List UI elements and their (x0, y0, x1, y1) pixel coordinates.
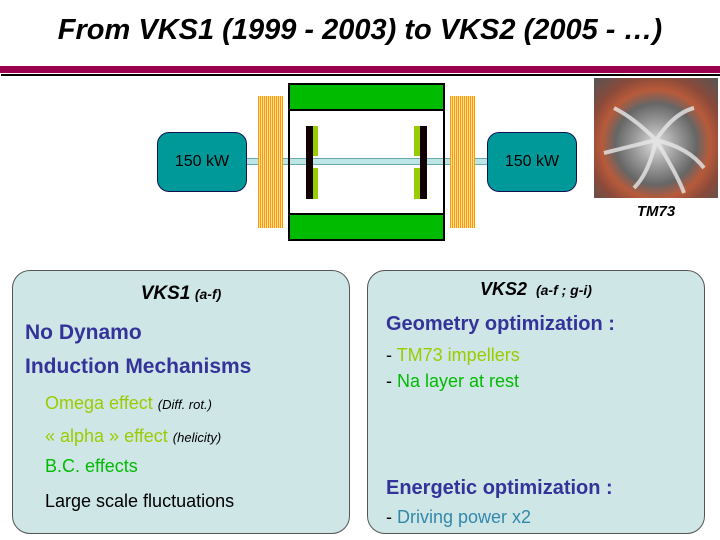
vks1-induction: Induction Mechanisms (25, 355, 252, 378)
omega-note: (Diff. rot.) (157, 397, 212, 412)
vks1-omega: Omega effect (Diff. rot.) (45, 393, 212, 414)
dash: - (386, 371, 397, 391)
item-label: TM73 impellers (396, 345, 520, 365)
slide-title: From VKS1 (1999 - 2003) to VKS2 (2005 - … (57, 14, 663, 46)
shaft-left (247, 158, 427, 165)
tm73-impeller-photo (594, 78, 718, 198)
vks2-heading: VKS2 (a-f ; g-i) (368, 279, 704, 300)
vks1-panel: VKS1 (a-f) No Dynamo Induction Mechanism… (12, 270, 350, 534)
impeller-left-blade (313, 126, 318, 156)
vks2-geometry: Geometry optimization : (386, 313, 615, 335)
vks1-bc: B.C. effects (45, 456, 138, 476)
alpha-label: « alpha » effect (45, 426, 168, 446)
alpha-note: (helicity) (172, 430, 222, 445)
vks2-energetic: Energetic optimization : (386, 477, 613, 499)
vks2-item-tm73: - TM73 impellers (386, 345, 520, 366)
coil-left (258, 96, 283, 228)
coil-right (450, 96, 475, 228)
item-label: Na layer at rest (397, 371, 520, 391)
vks1-title: VKS1 (140, 283, 191, 304)
dash: - (386, 345, 397, 365)
vessel-top-layer (290, 85, 443, 111)
impeller-blades-icon (603, 106, 706, 194)
vks2-item-power: - Driving power x2 (386, 507, 531, 528)
item-label: Driving power x2 (397, 507, 532, 527)
vks2-title: VKS2 (480, 279, 528, 299)
impeller-right-blade (414, 126, 420, 156)
photo-caption: TM73 (636, 203, 676, 220)
impeller-left-disk (306, 126, 313, 199)
impeller-right-blade (414, 168, 420, 199)
dash: - (386, 507, 397, 527)
vks2-item-na: - Na layer at rest (386, 371, 519, 392)
vks2-ref: (a-f ; g-i) (535, 282, 592, 298)
omega-label: Omega effect (45, 393, 153, 413)
title-divider-line (1, 74, 720, 76)
motor-right: 150 kW (487, 132, 577, 192)
vks1-no-dynamo: No Dynamo (25, 321, 142, 344)
vks1-heading: VKS1 (a-f) (13, 283, 349, 305)
vks1-large: Large scale fluctuations (45, 491, 235, 511)
vks2-panel: VKS2 (a-f ; g-i) Geometry optimization :… (367, 270, 705, 534)
title-divider-bar (0, 66, 720, 73)
vks1-ref: (a-f) (194, 286, 222, 302)
vessel-bottom-layer (290, 213, 443, 239)
cylinder-vessel (288, 83, 445, 241)
vks1-alpha: « alpha » effect (helicity) (45, 426, 221, 447)
impeller-right-disk (420, 126, 427, 199)
impeller-left-blade (313, 168, 318, 199)
motor-left: 150 kW (157, 132, 247, 192)
